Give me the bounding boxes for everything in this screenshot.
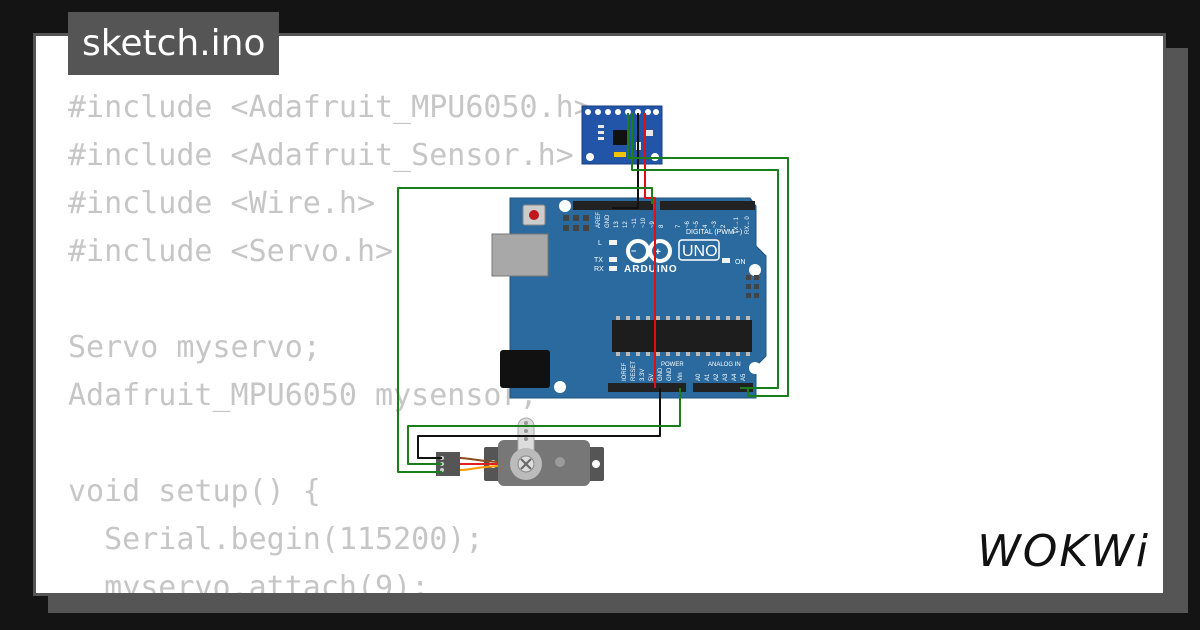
code-line <box>68 276 592 324</box>
code-line: #include <Servo.h> <box>68 234 394 269</box>
code-line: Adafruit_MPU6050 mysensor; <box>68 378 538 413</box>
code-line: void setup() { <box>68 474 321 509</box>
code-editor[interactable]: #include <Adafruit_MPU6050.h> #include <A… <box>68 84 592 596</box>
code-line: #include <Adafruit_Sensor.h> <box>68 138 574 173</box>
code-line: myservo.attach(9); <box>68 570 430 596</box>
code-line: #include <Adafruit_MPU6050.h> <box>68 90 592 125</box>
code-line: Serial.begin(115200); <box>68 522 484 557</box>
file-tab[interactable]: sketch.ino <box>68 12 280 75</box>
wokwi-logo: WOKWi <box>977 526 1150 577</box>
code-line: Servo myservo; <box>68 330 321 365</box>
editor-card: #include <Adafruit_MPU6050.h> #include <A… <box>33 33 1166 596</box>
code-line: #include <Wire.h> <box>68 186 376 221</box>
code-line <box>68 420 592 468</box>
